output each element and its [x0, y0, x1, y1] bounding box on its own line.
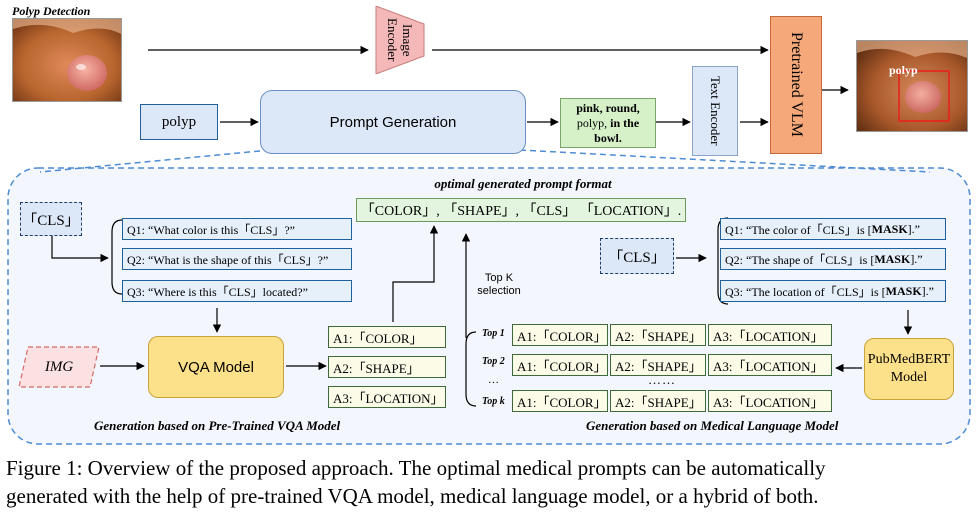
topk-row1-a3: A3:「LOCATION」 [708, 324, 832, 346]
img-input: IMG [18, 346, 100, 388]
rank-label-top1: Top 1 [482, 328, 505, 339]
prompt-output-line2-b: in the [610, 115, 640, 130]
mlm-q2-pre: Q2: “The shape of「CLS」is [ [725, 252, 875, 267]
prompt-output-line1: pink, round, [576, 100, 640, 115]
pubmedbert-line2: Model [890, 370, 928, 385]
mlm-q1-post: ].” [907, 221, 920, 236]
polyp-class-input: polyp [140, 104, 218, 140]
vqa-model-block: VQA Model [148, 336, 284, 398]
mlm-q2-post: ].” [910, 251, 923, 266]
bounding-box [898, 70, 950, 122]
mlm-q1-mask: MASK [871, 221, 908, 236]
vqa-answer-1: A1:「COLOR」 [328, 326, 446, 348]
input-endoscopy-image [12, 18, 122, 102]
topk-rows-dots: …… [648, 372, 676, 387]
topk-rowk-a3: A3:「LOCATION」 [708, 390, 832, 412]
topk-row2-a1: A1:「COLOR」 [512, 354, 608, 376]
vqa-question-3: Q3: “Where is this「CLS」located?” [122, 280, 352, 302]
expand-line-left [39, 149, 271, 173]
image-encoder-trapezoid [375, 5, 425, 75]
vqa-answer-3: A3:「LOCATION」 [328, 386, 446, 408]
arrow-cls-to-questions [51, 236, 109, 263]
vqa-question-2: Q2: “What is the shape of this「CLS」?” [122, 248, 352, 270]
arrow-answers-to-format [392, 225, 439, 322]
text-encoder-label: Text Encoder [708, 76, 723, 146]
vqa-cls-token: 「CLS」 [20, 202, 82, 236]
brace-vqa-questions [111, 219, 123, 295]
topk-row2-a2: A2:「SHAPE」 [610, 354, 706, 376]
polyp-photo-icon [13, 19, 121, 101]
topk-line2: selection [477, 285, 521, 297]
mlm-q2-mask: MASK [874, 251, 911, 266]
pretrained-vlm-label: Pretrained VLM [788, 32, 805, 138]
pubmedbert-line1: PubMedBERT [867, 352, 951, 367]
format-title: optimal generated prompt format [434, 176, 612, 191]
mlm-question-2: Q2: “The shape of「CLS」is [MASK].” [720, 248, 946, 270]
rank-label-top2: Top 2 [482, 356, 505, 367]
expand-line-right [519, 149, 931, 173]
rank-label-topk: Top k [482, 396, 505, 407]
rank-label-ellipsis: … [488, 374, 499, 386]
pubmedbert-model-block: PubMedBERT Model [864, 338, 954, 400]
prompt-output-line2: polyp, in the [577, 116, 639, 131]
prompt-output-line3: bowl. [594, 130, 622, 145]
mlm-question-1: Q1: “The color of「CLS」is [MASK].” [720, 218, 946, 240]
text-encoder-block: Text Encoder [692, 66, 738, 156]
img-label: IMG [44, 358, 74, 375]
img-parallelogram [18, 346, 100, 388]
vqa-answer-2: A2:「SHAPE」 [328, 356, 446, 378]
output-detection-image: polyp [856, 40, 968, 132]
generated-prompt-output: pink, round, polyp, in the bowl. [560, 98, 656, 148]
prompt-generation-block: Prompt Generation [260, 90, 526, 154]
detection-label: polyp [889, 63, 918, 77]
topk-row1-a2: A2:「SHAPE」 [610, 324, 706, 346]
figure-caption: Figure 1: Overview of the proposed appro… [6, 454, 974, 510]
vqa-question-1: Q1: “What color is this「CLS」?” [122, 218, 352, 240]
topk-row1-a1: A1:「COLOR」 [512, 324, 608, 346]
mlm-q1-pre: Q1: “The color of「CLS」is [ [725, 222, 872, 237]
mlm-q3-pre: Q3: “The location of「CLS」is [ [725, 284, 886, 299]
topk-rowk-a1: A1:「COLOR」 [512, 390, 608, 412]
image-encoder-label: Image Encoder [385, 18, 415, 62]
topk-line1: Top K [484, 272, 514, 284]
pretrained-vlm-block: Pretrained VLM [770, 16, 822, 154]
mlm-q3-post: ].” [921, 283, 934, 298]
detection-photo-icon [857, 41, 967, 131]
prompt-output-line2-a: polyp, [576, 115, 611, 130]
mlm-question-3: Q3: “The location of「CLS」is [MASK].” [720, 280, 946, 302]
brace-topk [465, 331, 477, 407]
polyp-detection-label: Polyp Detection [12, 4, 91, 18]
mlm-cls-token: 「CLS」 [600, 238, 674, 274]
mlm-q3-mask: MASK [885, 283, 922, 298]
optimal-prompt-format: 「COLOR」, 「SHAPE」, 「CLS」 「LOCATION」. [356, 198, 686, 222]
topk-row2-a3: A3:「LOCATION」 [708, 354, 832, 376]
vqa-caption: Generation based on Pre-Trained VQA Mode… [94, 418, 341, 433]
figure-caption-line2: generated with the help of pre-trained V… [6, 484, 819, 508]
mlm-caption: Generation based on Medical Language Mod… [586, 418, 839, 433]
figure-caption-line1: Figure 1: Overview of the proposed appro… [6, 456, 826, 480]
topk-rowk-a2: A2:「SHAPE」 [610, 390, 706, 412]
topk-label: Top K selection [474, 272, 524, 298]
image-encoder-block: Image Encoder [370, 5, 430, 75]
